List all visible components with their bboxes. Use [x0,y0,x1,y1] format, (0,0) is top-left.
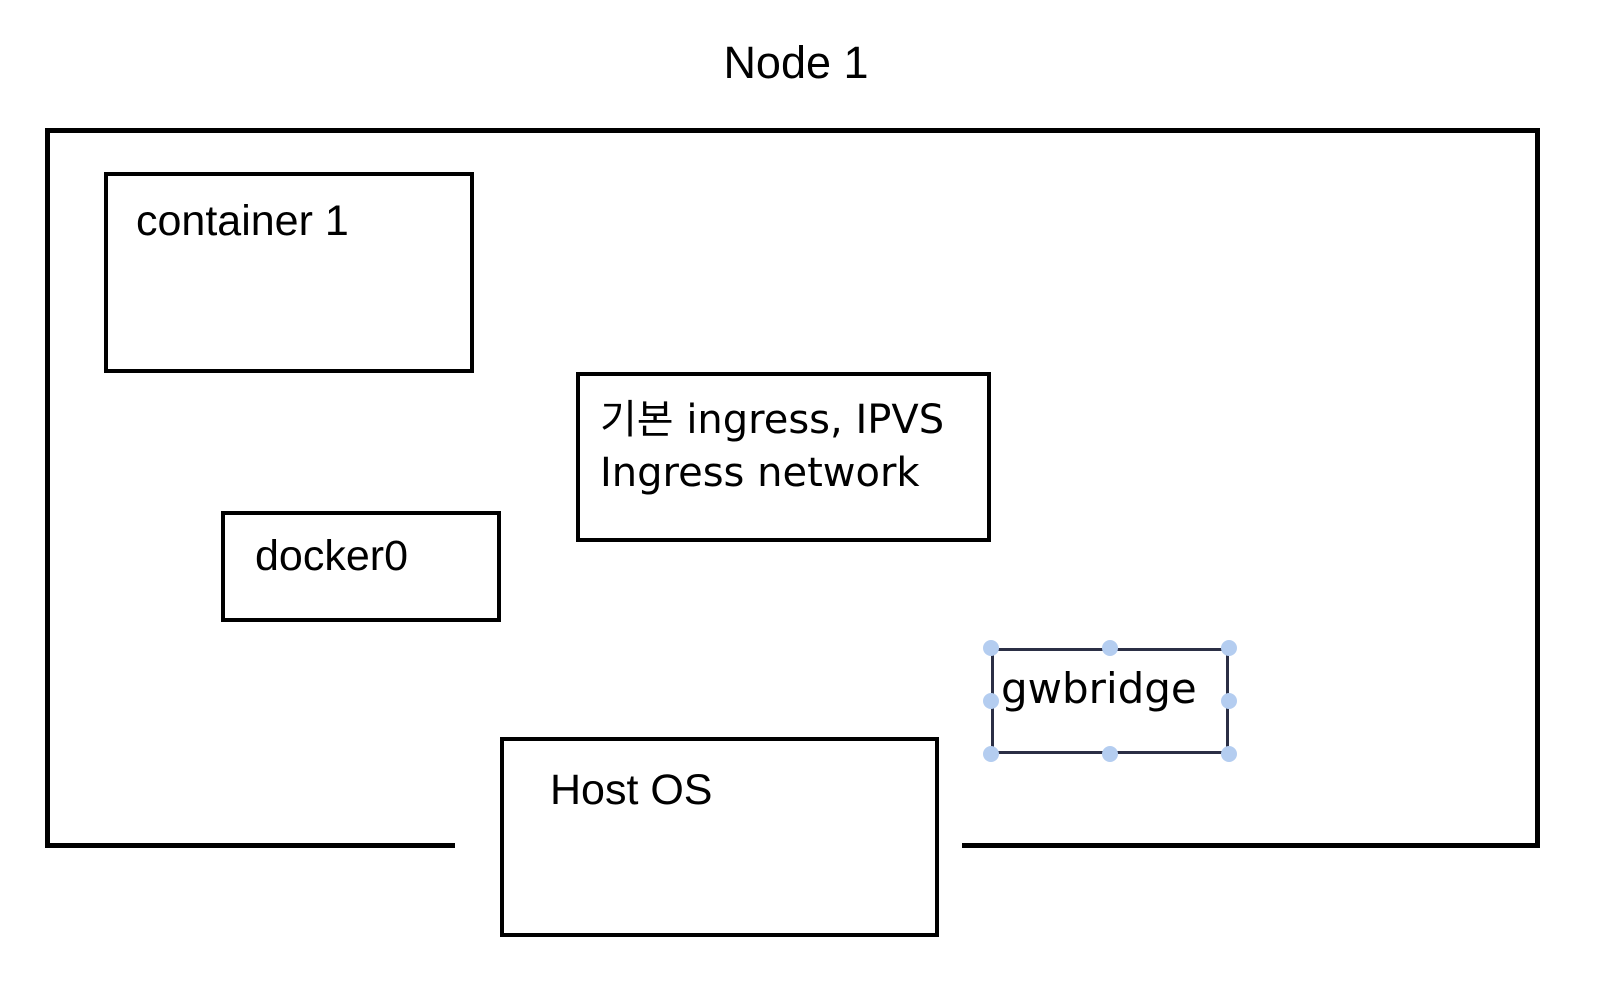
node-frame-bottom-edge-left [45,843,455,848]
resize-handle-nw[interactable] [983,640,999,656]
shape-gwbridge-label: gwbridge [1001,664,1197,713]
resize-handle-e[interactable] [1221,693,1237,709]
page-title: Node 1 [723,37,869,88]
shape-container-1-label: container 1 [136,197,349,245]
shape-host-os-label: Host OS [550,766,713,814]
resize-handle-w[interactable] [983,693,999,709]
resize-handle-ne[interactable] [1221,640,1237,656]
resize-handle-sw[interactable] [983,746,999,762]
node-frame-bottom-edge-right [962,843,1540,848]
shape-gwbridge[interactable]: gwbridge [983,640,1237,762]
resize-handle-n[interactable] [1102,640,1118,656]
shape-docker0[interactable]: docker0 [221,511,501,622]
shape-host-os[interactable]: Host OS [500,737,939,937]
resize-handle-se[interactable] [1221,746,1237,762]
shape-docker0-label: docker0 [255,532,408,580]
shape-ingress-network-label: 기본 ingress, IPVS Ingress network [600,397,945,496]
shape-ingress-network[interactable]: 기본 ingress, IPVS Ingress network [576,372,991,542]
resize-handle-s[interactable] [1102,746,1118,762]
node-frame-right-edge [1535,128,1540,848]
shape-container-1[interactable]: container 1 [104,172,474,373]
node-frame-left-edge [45,128,50,848]
node-frame-top-edge [45,128,1540,133]
